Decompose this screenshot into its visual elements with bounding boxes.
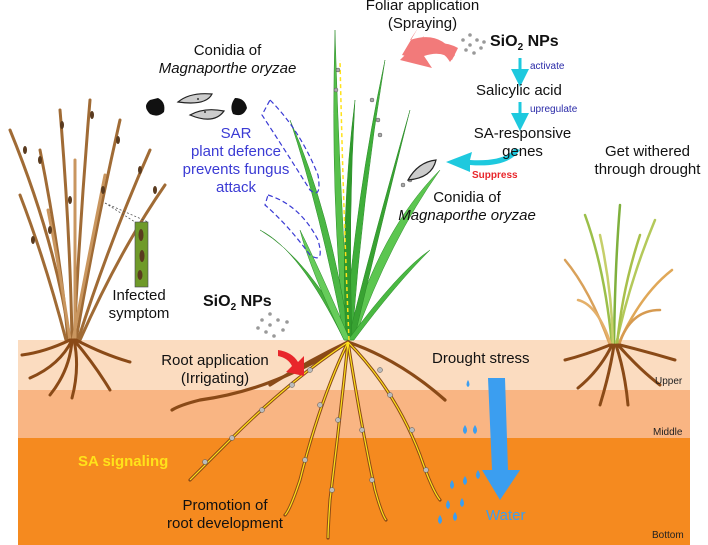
conidia-right-line1: Conidia of	[433, 189, 501, 206]
promotion-line2: root development	[167, 515, 283, 532]
infected-symptom-label: Infected symptom	[103, 287, 175, 323]
root-app-line1: Root application	[161, 352, 269, 369]
sio2-suffix: NPs	[523, 33, 559, 50]
foliar-arrow-body	[400, 36, 458, 68]
conidia-right-label: Conidia of Magnaporthe oryzae	[392, 189, 542, 225]
infected-line2: symptom	[108, 305, 170, 322]
sio2-root-label: SiO2 NPs	[203, 293, 272, 317]
upregulate-label: upregulate	[530, 104, 578, 115]
soil-bottom-layer	[18, 438, 690, 545]
suppress-arrow	[446, 148, 520, 172]
conidia-spores-icon	[146, 93, 247, 120]
root-app-line2: (Irrigating)	[180, 370, 250, 387]
infected-line1: Infected	[112, 287, 166, 304]
sa-responsive-genes-label: SA-responsive genes	[465, 125, 580, 161]
withered-plant-roots	[563, 343, 677, 407]
sio2-root-prefix: SiO	[203, 293, 231, 310]
sa-genes-line1: SA-responsive	[473, 125, 572, 142]
sio2-prefix: SiO	[490, 33, 518, 50]
sar-line4: attack	[215, 179, 257, 196]
root-development-label: Promotion of root development	[160, 497, 290, 533]
sar-line1: SAR	[220, 125, 252, 142]
sa-genes-line2: genes	[502, 143, 543, 160]
root-application-label: Root application (Irrigating)	[150, 352, 280, 388]
sio2-sub: 2	[517, 42, 524, 54]
foliar-line1: Foliar application	[365, 0, 480, 14]
drought-stress-label: Drought stress	[432, 350, 530, 367]
promotion-line1: Promotion of	[182, 497, 268, 514]
withered-rice-plant	[563, 203, 674, 347]
withered-line2: through drought	[594, 161, 701, 178]
infected-rice-plant	[8, 98, 167, 342]
sio2-np-cluster-root	[256, 312, 289, 338]
sar-line3: prevents fungus	[182, 161, 290, 178]
root-nanoparticles	[202, 367, 429, 493]
sio2-foliar-label: SiO2 NPs	[490, 33, 559, 57]
infected-lesions	[23, 111, 157, 244]
soil-middle-layer	[18, 390, 690, 438]
infected-leaf-closeup	[104, 202, 149, 288]
sio2-np-cluster-foliar	[461, 33, 486, 55]
sa-signaling-label: SA signaling	[78, 453, 169, 470]
conidia-left-line2: Magnaporthe oryzae	[158, 60, 297, 77]
plant-sa-transport-line	[339, 59, 350, 341]
infected-plant-roots	[20, 338, 132, 400]
healthy-rice-plant	[259, 29, 441, 341]
layer-bottom-label: Bottom	[652, 530, 684, 541]
water-flow-arrow	[482, 378, 520, 500]
withered-label: Get withered through drought	[590, 143, 705, 179]
activate-label: activate	[530, 61, 565, 72]
conidia-right-line2: Magnaporthe oryzae	[398, 207, 536, 224]
suppress-label: Suppress	[472, 170, 518, 181]
conidia-spore-right-icon	[406, 159, 437, 181]
sar-defence-label: SAR plant defence prevents fungus attack	[176, 125, 296, 197]
sio2-root-suffix: NPs	[236, 293, 272, 310]
foliar-application-label: Foliar application (Spraying)	[350, 0, 495, 33]
sar-line2: plant defence	[190, 143, 282, 160]
sio2-root-sub: 2	[230, 302, 237, 314]
water-label: Water	[486, 507, 526, 524]
salicylic-acid-label: Salicylic acid	[476, 82, 562, 99]
layer-middle-label: Middle	[653, 427, 683, 438]
foliar-line2: (Spraying)	[387, 15, 458, 32]
conidia-left-line1: Conidia of	[193, 42, 262, 59]
leaf-nanoparticles	[333, 67, 420, 188]
conidia-left-label: Conidia of Magnaporthe oryzae	[155, 42, 300, 78]
sar-defence-zone	[261, 99, 321, 259]
layer-upper-label: Upper	[655, 376, 683, 387]
root-application-arrow	[278, 350, 304, 376]
withered-line1: Get withered	[604, 143, 691, 160]
water-droplets	[438, 380, 480, 524]
